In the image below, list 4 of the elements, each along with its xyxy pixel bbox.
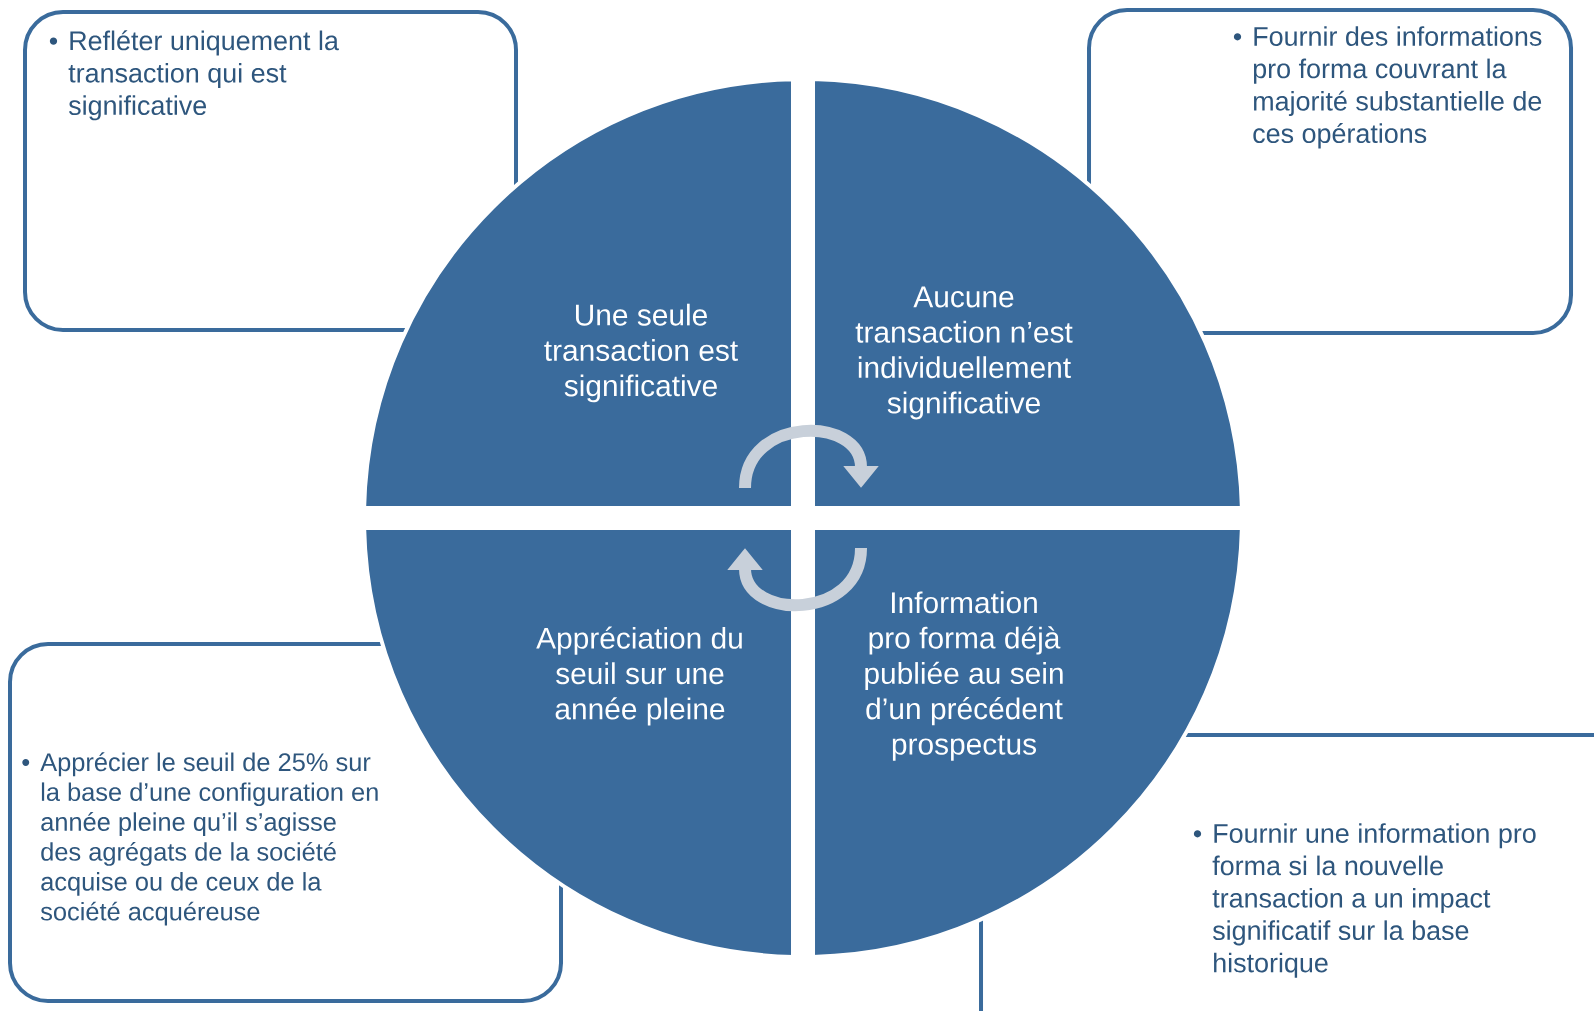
quadrant-segment: Aucune transaction n’est individuellement significative: [811, 77, 1244, 510]
text-box: • Fournir des informations pro forma couvrant la majorité substantielle de ces opérations: [1087, 8, 1573, 335]
text-box: • Refléter uniquement la transaction qui est significative: [23, 10, 518, 332]
quadrant-segment: Une seule transaction est significative: [362, 77, 795, 510]
